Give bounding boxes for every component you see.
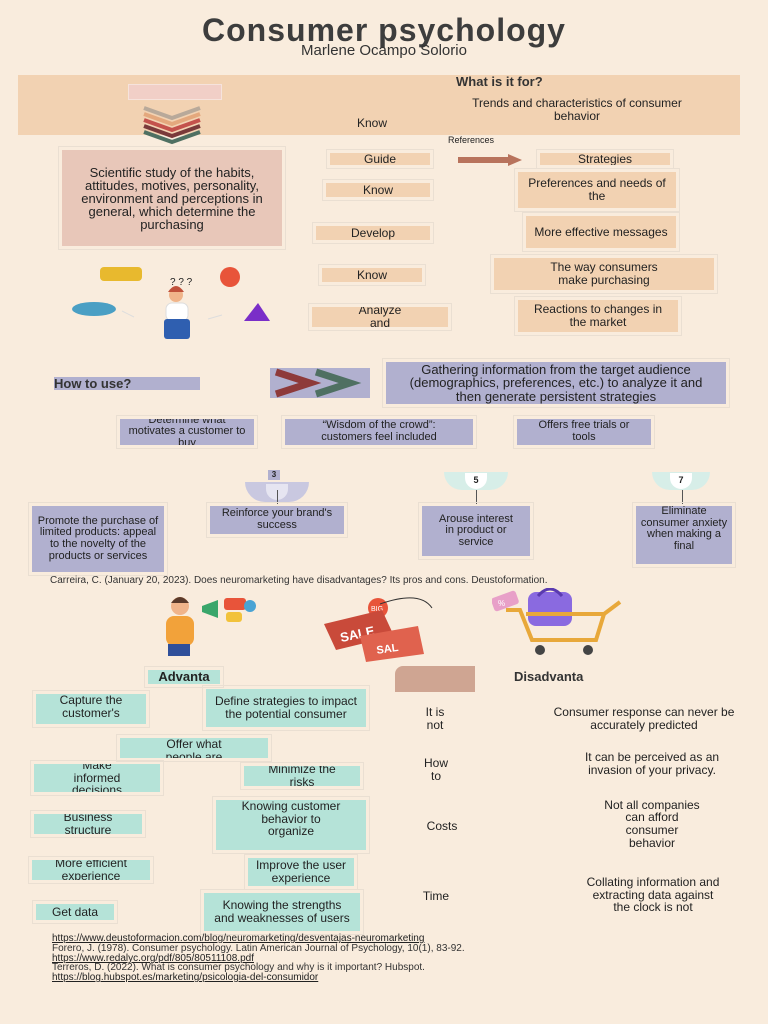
step-7-line <box>682 490 683 504</box>
page-title: Consumer psychology <box>202 12 566 48</box>
disadv-label-3: Costs <box>426 818 458 833</box>
step-5-box: Arouse interest in product or service <box>418 502 534 560</box>
verb-know-1: Know <box>322 179 434 201</box>
disadv-text-2: It can be perceived as an invasion of yo… <box>584 750 720 777</box>
step-5-header: 5 <box>444 472 508 490</box>
how-heading: How to use? <box>54 377 200 390</box>
megaphone-man-illustration <box>146 592 268 656</box>
shopping-cart-illustration: % <box>491 587 626 658</box>
advantages-heading: Advanta <box>144 666 224 688</box>
result-reactions: Reactions to changes in the market <box>514 296 682 336</box>
adv-knowing-behavior: Knowing customer behavior to organize <box>212 796 370 854</box>
what-know-label: Know <box>357 116 388 130</box>
adv-informed: Make informed decisions <box>30 760 164 796</box>
method-wisdom: “Wisdom of the crowd”: customers feel in… <box>281 415 477 449</box>
disadvantages-tab <box>395 666 475 692</box>
reference-terreros: Terreros, D. (2022). What is consumer ps… <box>52 962 425 973</box>
adv-minimize: Minimize the risks <box>240 762 364 790</box>
arrow-icon <box>458 153 522 166</box>
adv-get-data: Get data <box>32 900 118 924</box>
adv-capture: Capture the customer's <box>32 690 150 728</box>
big-label: BIG <box>371 606 383 613</box>
adv-business: Business structure <box>30 810 146 838</box>
sale-tags-illustration: BIG SALE SAL <box>320 596 438 662</box>
step-5-line <box>476 490 477 504</box>
definition-box: Scientific study of the habits, attitude… <box>58 146 286 250</box>
gathering-box: Gathering information from the target au… <box>382 358 730 408</box>
bag-label: % <box>498 599 505 608</box>
svg-text:? ? ?: ? ? ? <box>170 277 193 288</box>
sale-text-2: SAL <box>376 642 400 657</box>
disadv-label-4: Time <box>422 888 450 903</box>
disadv-text-3: Not all companies can afford consumer be… <box>604 797 700 850</box>
what-heading: What is it for? <box>456 74 543 89</box>
result-preferences: Preferences and needs of the <box>514 168 680 212</box>
chevron-stack-icon <box>118 82 228 146</box>
adv-user-experience: Improve the user experience <box>244 854 358 890</box>
adv-offer: Offer what people are <box>116 734 272 762</box>
result-messages: More effective messages <box>522 212 680 252</box>
verb-guide: Guide <box>326 149 434 169</box>
double-chevron-icon <box>270 368 370 398</box>
step-7-header: 7 <box>652 472 710 490</box>
reference-link-2[interactable]: https://www.redalyc.org/pdf/805/80511108… <box>52 953 254 964</box>
result-purchasing: The way consumers make purchasing <box>490 254 718 294</box>
reference-link-1[interactable]: https://www.deustoformacion.com/blog/neu… <box>52 933 425 944</box>
disadvantages-heading: Disadvanta <box>514 669 584 684</box>
reference-forero: Forero, J. (1978). Consumer psychology. … <box>52 943 465 954</box>
verb-develop: Develop <box>312 222 434 244</box>
step-3-badge: 3 <box>268 470 280 480</box>
references-label: References <box>448 135 495 145</box>
reference-link-3[interactable]: https://blog.hubspot.es/marketing/psicol… <box>52 972 319 983</box>
step-5-number: 5 <box>465 473 487 489</box>
adv-efficient: More efficient experience <box>28 856 154 884</box>
step-7-box: Eliminate consumer anxiety when making a… <box>632 502 736 568</box>
thinking-woman-illustration: ? ? ? <box>72 265 282 345</box>
disadv-text-1: Consumer response can never be accuratel… <box>553 705 735 732</box>
adv-define: Define strategies to impact the potentia… <box>202 685 370 731</box>
disadv-label-2: How to <box>423 757 448 781</box>
method-trials: Offers free trials or tools <box>513 415 655 449</box>
trends-box: Trends and characteristics of consumer b… <box>472 96 682 123</box>
adv-strengths: Knowing the strengths and weaknesses of … <box>200 889 364 935</box>
step-3-line <box>277 490 278 504</box>
step-3-box: Reinforce your brand's success <box>206 502 348 538</box>
disadv-text-4: Collating information and extracting dat… <box>586 876 720 915</box>
verb-analyze: Analyze and <box>308 303 452 331</box>
result-strategies: Strategies <box>536 149 674 169</box>
author-name: Marlene Ocampo Solorio <box>301 42 467 59</box>
promote-box: Promote the purchase of limited products… <box>28 502 168 576</box>
verb-know-2: Know <box>318 264 426 286</box>
disadv-label-1: It is not <box>425 706 445 730</box>
citation-neuromarketing: Carreira, C. (January 20, 2023). Does ne… <box>50 575 548 586</box>
step-7-number: 7 <box>670 473 692 489</box>
method-motivates: Determine what motivates a customer to b… <box>116 415 258 449</box>
